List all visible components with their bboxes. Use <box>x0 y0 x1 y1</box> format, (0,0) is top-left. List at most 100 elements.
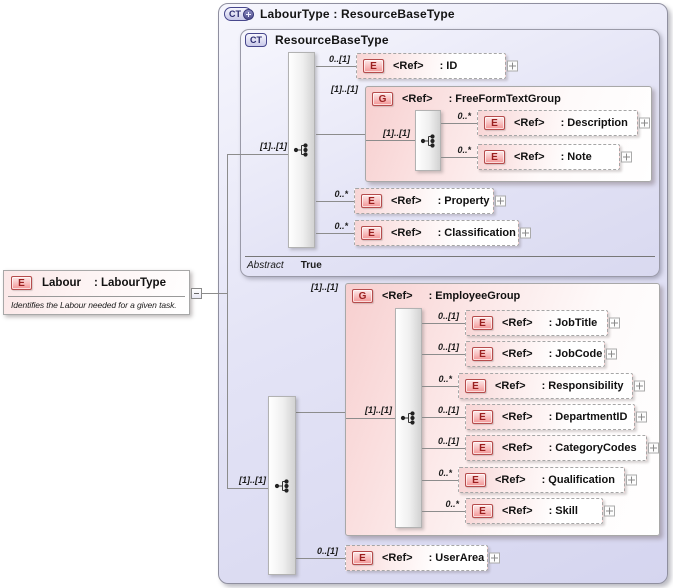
connector-line <box>316 233 354 234</box>
element-ref-label: <Ref> <box>502 505 533 517</box>
cardinality-label: 0..[1] <box>437 405 459 415</box>
element-type-label: : Property <box>437 195 490 207</box>
element-labour[interactable]: E Labour : LabourType Identifies the Lab… <box>3 270 190 315</box>
element-badge: E <box>472 347 493 361</box>
complex-type-badge: CT <box>245 33 267 47</box>
expand-icon[interactable] <box>609 317 620 329</box>
element-badge: E <box>484 150 505 164</box>
sequence-icon <box>400 411 415 425</box>
connector-line <box>228 488 268 489</box>
element-ref-label: <Ref> <box>391 195 422 207</box>
sequence-icon <box>293 143 308 157</box>
element-ref-label: <Ref> <box>502 348 533 360</box>
element-badge: E <box>352 551 373 565</box>
element-ref-label: <Ref> <box>382 552 413 564</box>
complex-type-header: CT LabourType : ResourceBaseType <box>224 7 455 21</box>
element-type-label: : Classification <box>437 227 516 239</box>
element-badge: E <box>484 116 505 130</box>
cardinality-label: [1]..[1] <box>365 405 392 415</box>
connector-line <box>366 140 415 141</box>
cardinality-label: 0..[1] <box>437 436 459 446</box>
cardinality-label: 0..[1] <box>316 546 338 556</box>
complex-type-badge: CT <box>224 7 254 21</box>
group-type-label: : EmployeeGroup <box>428 290 521 302</box>
element-type-label: : CategoryCodes <box>548 442 637 454</box>
cardinality-label: 0..* <box>334 189 348 199</box>
element-type-label: : DepartmentID <box>548 411 628 423</box>
element-badge: E <box>11 276 32 290</box>
cardinality-label: 0..* <box>438 468 452 478</box>
element-ref-label: <Ref> <box>391 227 422 239</box>
connector-line <box>422 354 465 355</box>
element-ref-skill[interactable]: E <Ref> : Skill <box>465 498 615 524</box>
group-header: G <Ref> : EmployeeGroup <box>346 284 659 303</box>
sequence-icon <box>274 478 289 493</box>
element-ref-label: <Ref> <box>495 380 526 392</box>
element-type-label: : Responsibility <box>541 380 624 392</box>
expand-icon[interactable] <box>507 60 518 72</box>
element-badge: E <box>472 410 493 424</box>
element-badge: E <box>465 379 486 393</box>
connector-line <box>316 66 356 67</box>
cardinality-label: 0..* <box>334 221 348 231</box>
collapse-icon[interactable] <box>191 288 202 299</box>
cardinality-label: 0..* <box>457 111 471 121</box>
element-type-label: : Skill <box>548 505 578 517</box>
sequence-icon <box>420 133 435 148</box>
expand-icon[interactable] <box>495 195 506 207</box>
expand-icon[interactable] <box>520 227 531 239</box>
separator <box>8 296 185 297</box>
element-ref-categorycodes[interactable]: E <Ref> : CategoryCodes <box>465 435 659 461</box>
element-ref-label: <Ref> <box>502 442 533 454</box>
expand-icon[interactable] <box>621 151 632 163</box>
element-ref-departmentid[interactable]: E <Ref> : DepartmentID <box>465 404 647 430</box>
element-ref-label: <Ref> <box>502 317 533 329</box>
cardinality-label: [1]..[1] <box>239 475 266 485</box>
group-type-label: : FreeFormTextGroup <box>448 93 561 105</box>
element-type-label: : LabourType <box>93 277 166 289</box>
element-type-label: : UserArea <box>428 552 485 564</box>
element-ref-label: <Ref> <box>495 474 526 486</box>
connector-line <box>227 154 228 489</box>
group-badge: G <box>352 289 373 303</box>
group-ref-label: <Ref> <box>382 290 413 302</box>
connector-line <box>228 154 288 155</box>
expand-icon[interactable] <box>626 474 637 486</box>
sequence-compositor <box>288 52 315 248</box>
connector-line <box>422 480 458 481</box>
element-header: E Labour : LabourType <box>4 271 189 290</box>
element-ref-description[interactable]: E <Ref> : Description <box>477 110 650 136</box>
element-type-label: : Note <box>560 151 592 163</box>
element-ref-classification[interactable]: E <Ref> : Classification <box>354 220 531 246</box>
element-ref-userarea[interactable]: E <Ref> : UserArea <box>345 545 500 571</box>
expand-icon[interactable] <box>648 442 659 454</box>
element-name: Labour <box>42 277 81 289</box>
expand-icon[interactable] <box>489 552 500 564</box>
element-type-label: : Description <box>560 117 628 129</box>
element-badge: E <box>472 316 493 330</box>
expand-icon[interactable] <box>639 117 650 129</box>
element-type-label: : JobCode <box>548 348 603 360</box>
expand-icon[interactable] <box>634 380 645 392</box>
group-badge: G <box>372 92 393 106</box>
element-ref-note[interactable]: E <Ref> : Note <box>477 144 632 170</box>
cardinality-label: [1]..[1] <box>383 128 410 138</box>
element-ref-jobcode[interactable]: E <Ref> : JobCode <box>465 341 617 367</box>
element-badge: E <box>361 226 382 240</box>
element-type-label: : JobTitle <box>548 317 598 329</box>
complex-type-badge-label: CT <box>250 35 262 45</box>
connector-line <box>441 157 477 158</box>
element-ref-label: <Ref> <box>502 411 533 423</box>
expand-icon[interactable] <box>606 348 617 360</box>
element-ref-responsibility[interactable]: E <Ref> : Responsibility <box>458 373 645 399</box>
element-ref-id[interactable]: E <Ref> : ID <box>356 53 518 79</box>
element-ref-qualification[interactable]: E <Ref> : Qualification <box>458 467 637 493</box>
element-badge: E <box>472 441 493 455</box>
expand-icon[interactable] <box>604 505 615 517</box>
element-ref-label: <Ref> <box>514 151 545 163</box>
sequence-compositor <box>268 396 296 575</box>
expand-icon[interactable] <box>636 411 647 423</box>
element-ref-property[interactable]: E <Ref> : Property <box>354 188 506 214</box>
element-ref-jobtitle[interactable]: E <Ref> : JobTitle <box>465 310 620 336</box>
